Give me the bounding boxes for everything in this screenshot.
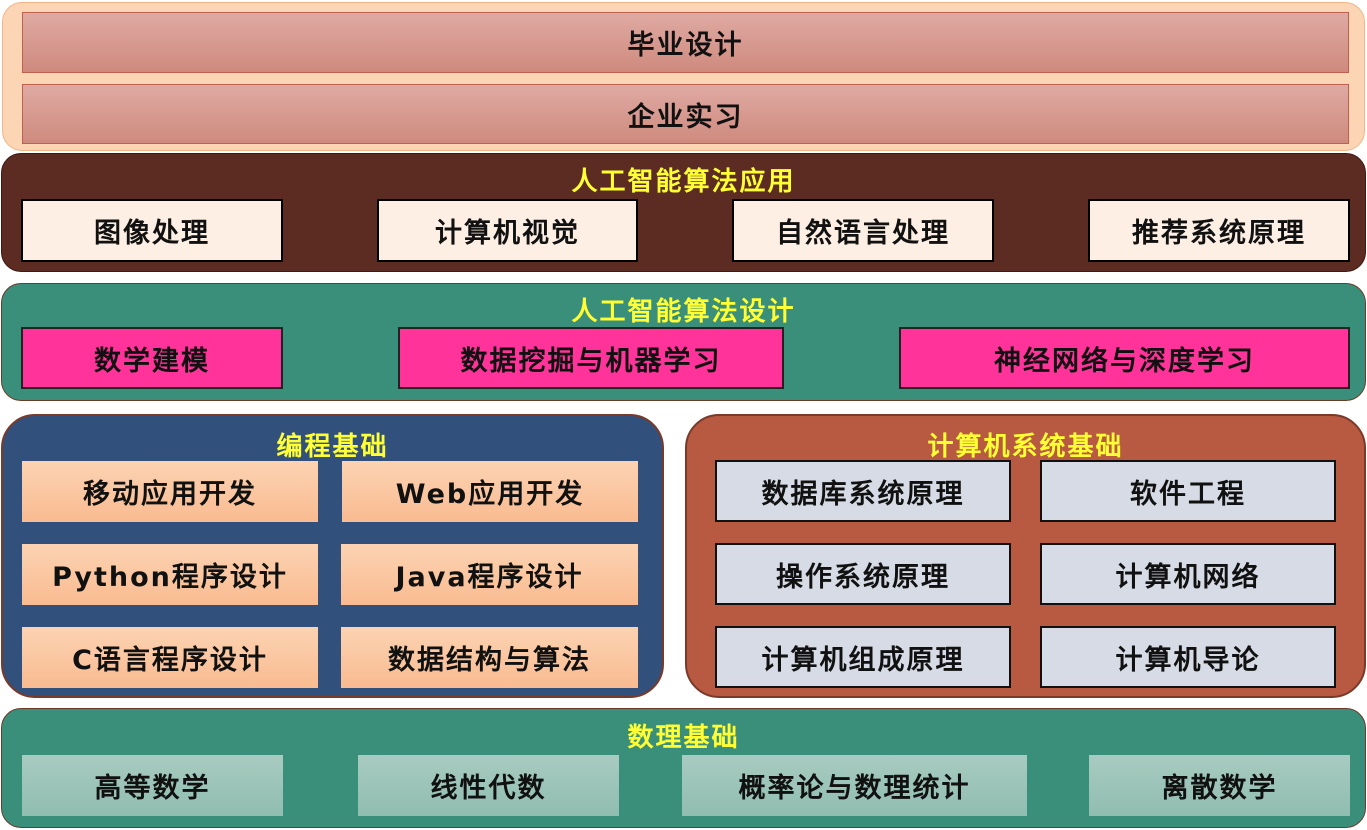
mobile-dev: 移动应用开发 <box>22 461 318 522</box>
graduation-design: 毕业设计 <box>22 12 1349 73</box>
computer-vision: 计算机视觉 <box>377 199 638 262</box>
c-programming: C语言程序设计 <box>22 627 318 688</box>
data-structures: 数据结构与算法 <box>341 627 638 688</box>
web-dev: Web应用开发 <box>342 461 638 522</box>
ai-design-layer: 人工智能算法设计 数学建模 数据挖掘与机器学习 神经网络与深度学习 <box>1 283 1366 401</box>
nlp: 自然语言处理 <box>732 199 994 262</box>
data-mining-ml: 数据挖掘与机器学习 <box>398 327 784 389</box>
ai-design-title: 人工智能算法设计 <box>571 297 796 327</box>
java-programming: Java程序设计 <box>341 544 638 605</box>
ai-application-title: 人工智能算法应用 <box>571 167 796 197</box>
practice-layer: 毕业设计 企业实习 <box>2 2 1365 151</box>
systems-title: 计算机系统基础 <box>927 432 1124 462</box>
math-layer: 数理基础 高等数学 线性代数 概率论与数理统计 离散数学 <box>1 708 1366 828</box>
computer-networks: 计算机网络 <box>1040 543 1336 605</box>
database-systems: 数据库系统原理 <box>715 460 1011 522</box>
intro-computing: 计算机导论 <box>1040 626 1336 688</box>
ai-application-layer: 人工智能算法应用 图像处理 计算机视觉 自然语言处理 推荐系统原理 <box>1 153 1366 272</box>
discrete-math: 离散数学 <box>1089 755 1350 816</box>
systems-layer: 计算机系统基础 数据库系统原理 软件工程 操作系统原理 计算机网络 计算机组成原… <box>685 414 1366 698</box>
calculus: 高等数学 <box>22 755 283 816</box>
programming-title: 编程基础 <box>276 432 389 462</box>
recommender-systems: 推荐系统原理 <box>1088 199 1350 262</box>
image-processing: 图像处理 <box>21 199 283 262</box>
python-programming: Python程序设计 <box>22 544 318 605</box>
math-modeling: 数学建模 <box>21 327 283 389</box>
enterprise-internship: 企业实习 <box>22 84 1349 144</box>
probability-statistics: 概率论与数理统计 <box>682 755 1027 816</box>
neural-networks-dl: 神经网络与深度学习 <box>899 327 1350 389</box>
software-engineering: 软件工程 <box>1040 460 1336 522</box>
linear-algebra: 线性代数 <box>358 755 619 816</box>
operating-systems: 操作系统原理 <box>715 543 1011 605</box>
math-title: 数理基础 <box>627 723 740 753</box>
programming-layer: 编程基础 移动应用开发 Web应用开发 Python程序设计 Java程序设计 … <box>1 414 664 698</box>
computer-organization: 计算机组成原理 <box>715 626 1011 688</box>
